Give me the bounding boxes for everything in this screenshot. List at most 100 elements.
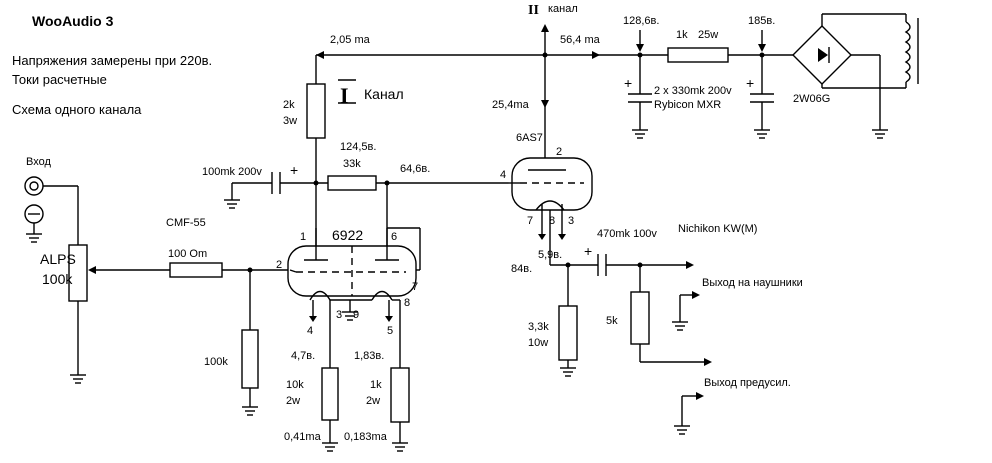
current-6as7: 25,4ma: [492, 99, 530, 111]
coupling-cap-plus: +: [290, 162, 298, 178]
ground-symbol-1k: [392, 442, 408, 452]
heater-arrow-7-icon: [538, 234, 546, 240]
current-041: 0,41ma: [284, 431, 322, 443]
output-preamp-label: Выход предусил.: [704, 377, 791, 389]
label-r-1k: 1k: [370, 379, 382, 391]
resistor-3-3k: [558, 305, 578, 361]
label-c-supply: 2 x 330mk 200v: [654, 85, 732, 97]
label-r-supply-w: 25w: [698, 29, 718, 41]
voltage-59v: 5,9в.: [538, 249, 562, 261]
voltage-arrow-128-icon: [636, 44, 644, 52]
resistor-100-ohm: [169, 262, 223, 278]
to-channel-2-arrow-icon: [541, 24, 549, 32]
voltage-183v: 1,83в.: [354, 350, 384, 362]
ground-symbol-cap1: [632, 129, 648, 139]
resistor-2k: [306, 83, 326, 139]
pin-t1-9: 9: [353, 309, 359, 321]
headphone-ground-arrow-icon: [692, 291, 700, 299]
heater-arrow-5-icon: [385, 316, 393, 322]
transformer-coil: [904, 21, 911, 83]
heater-arrow-3-icon: [558, 234, 566, 240]
note-currents: Токи расчетные: [12, 72, 107, 87]
tube-6922-label: 6922: [332, 227, 363, 243]
supply-cap-1-plus: +: [624, 75, 632, 91]
pin-t2-7: 7: [527, 215, 533, 227]
label-c-coupling: 100mk 200v: [202, 166, 262, 178]
bridge-diode-icon: [818, 48, 828, 62]
label-r-10k-w: 2w: [286, 395, 300, 407]
channel-2-numeral: II: [528, 3, 539, 18]
label-cmf55: CMF-55: [166, 217, 206, 229]
label-c-out: 470mk 100v: [597, 228, 657, 240]
preamp-ground-arrow-icon: [696, 392, 704, 400]
label-c-supply-brand: Rybicon MXR: [654, 99, 721, 111]
ground-symbol-input: [26, 233, 42, 243]
resistor-10k: [321, 367, 339, 421]
voltage-185v: 185в.: [748, 15, 775, 27]
tube-6922-cathode-2: [371, 290, 393, 301]
resistor-33k: [327, 175, 377, 191]
pot-name: ALPS: [40, 251, 76, 267]
pin-t2-3: 3: [568, 215, 574, 227]
voltage-arrow-185-icon: [758, 44, 766, 52]
ground-symbol-cap2: [754, 129, 770, 139]
pin-t1-2: 2: [276, 259, 282, 271]
ground-symbol-bridge: [872, 129, 888, 139]
resistor-1k-25w: [667, 47, 729, 63]
label-r-3-3k-w: 10w: [528, 337, 548, 349]
ground-symbol-heater: [342, 311, 358, 321]
ground-symbol-10k: [322, 442, 338, 452]
ground-symbol-cap: [224, 199, 240, 209]
label-r-input: 100 Om: [168, 248, 207, 260]
label-r-2k: 2k: [283, 99, 295, 111]
voltage-47v: 4,7в.: [291, 350, 315, 362]
ground-symbol-preamp: [674, 425, 690, 435]
label-r-3-3k: 3,3k: [528, 321, 549, 333]
headphones-arrow-icon: [686, 261, 694, 269]
note-voltages: Напряжения замерены при 220в.: [12, 53, 212, 68]
ground-symbol-grid: [242, 406, 258, 416]
channel-numeral: I: [340, 83, 349, 108]
heater-arrow-4-icon: [309, 316, 317, 322]
output-cap-plus: +: [584, 243, 592, 259]
pin-t2-2: 2: [556, 146, 562, 158]
schematic-title: WooAudio 3: [32, 13, 114, 29]
label-r-grid: 100k: [204, 356, 228, 368]
resistor-5k: [630, 291, 650, 345]
wiper-arrow-icon: [88, 266, 96, 274]
label-r-33k: 33k: [343, 158, 361, 170]
label-r-10k: 10k: [286, 379, 304, 391]
pin-t1-3: 3: [336, 309, 342, 321]
supply-cap-2-plus: +: [746, 75, 754, 91]
tube-6as7: [511, 157, 593, 211]
channel-label: Канал: [364, 86, 404, 102]
input-jack-inner: [29, 181, 39, 191]
pin-t1-5: 5: [387, 325, 393, 337]
voltage-128v: 128,6в.: [623, 15, 659, 27]
label-c-out-brand: Nichikon KW(M): [678, 223, 757, 235]
label-r-5k: 5k: [606, 315, 618, 327]
voltage-84v: 84в.: [511, 263, 532, 275]
pin-t1-6: 6: [391, 231, 397, 243]
input-jack-outer: [24, 176, 44, 196]
label-r-supply: 1k: [676, 29, 688, 41]
label-r-2k-w: 3w: [283, 115, 297, 127]
current-supply: 56,4 ma: [560, 34, 601, 46]
tube-6as7-label: 6AS7: [516, 132, 543, 144]
output-headphones-label: Выход на наушники: [702, 277, 803, 289]
pot-value: 100k: [42, 271, 73, 287]
ground-symbol-pot: [70, 374, 86, 384]
pin-t1-1: 1: [300, 231, 306, 243]
current-0183: 0,183ma: [344, 431, 388, 443]
pin-t1-8: 8: [404, 297, 410, 309]
note-one-channel: Схема одного канала: [12, 102, 142, 117]
pin-t1-7: 7: [412, 281, 418, 293]
voltage-124v: 124,5в.: [340, 141, 376, 153]
current-arrow-2k-icon: [316, 51, 324, 59]
voltage-64v: 64,6в.: [400, 163, 430, 175]
current-arrow-6as7-icon: [541, 100, 549, 108]
input-label: Вход: [26, 156, 51, 168]
preamp-arrow-icon: [704, 358, 712, 366]
resistor-1k: [390, 367, 410, 423]
